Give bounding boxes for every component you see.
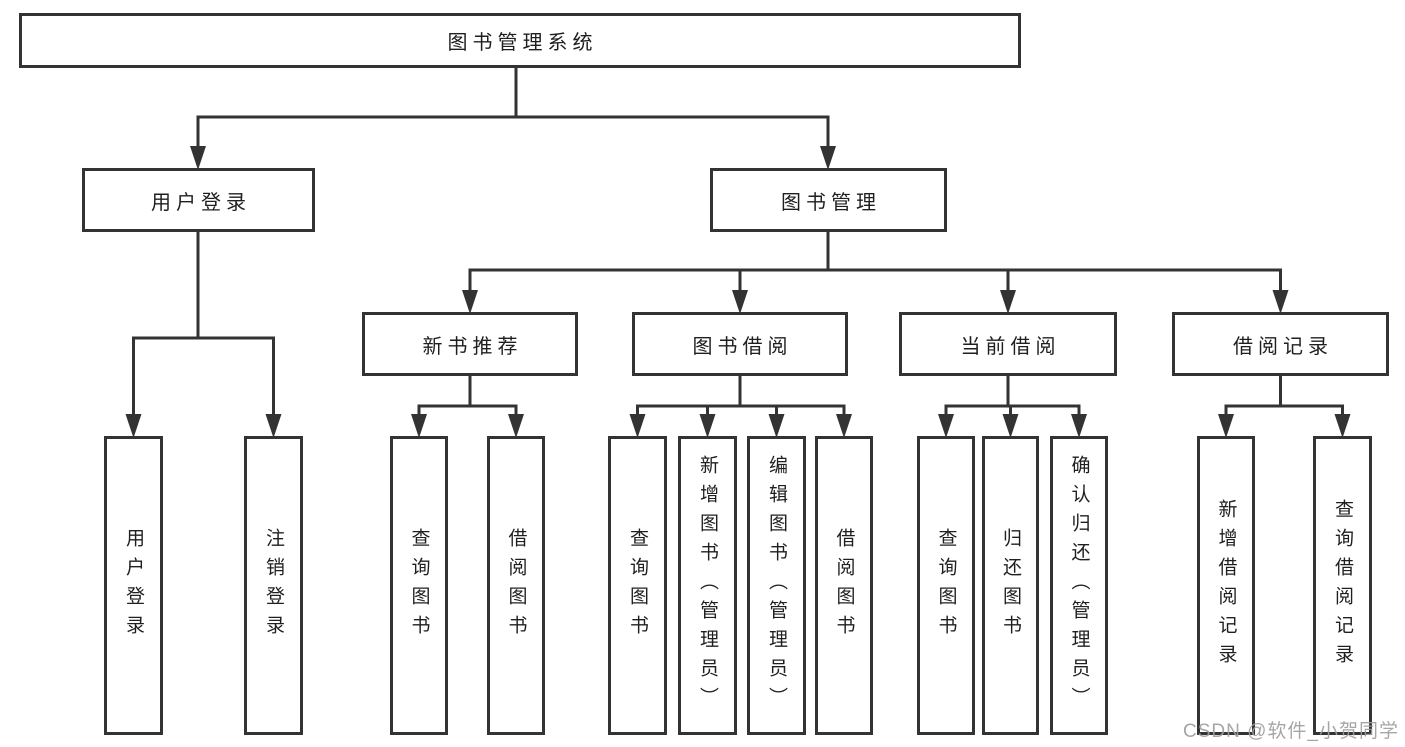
arrowhead-icon [768,414,785,438]
leaf-borrow-edit-book-admin: 编辑图书（管理员） [747,436,806,735]
connector-book-mgmt-children [468,230,1282,293]
arrowhead-icon [1218,414,1234,438]
arrowhead-icon [508,414,524,438]
csdn-watermark: CSDN @软件_小贺同学 [1183,721,1399,742]
node-borrow-record: 借阅记录 [1172,312,1389,376]
node-label: 查询借阅记录 [1332,498,1353,673]
connector-new-rec-children [417,374,518,417]
node-label: 注销登录 [263,527,284,644]
leaf-newrec-borrow-book: 借阅图书 [487,436,545,735]
leaf-newrec-query-book: 查询图书 [390,436,448,735]
arrowhead-icon [836,414,852,438]
arrowhead-icon [125,414,142,438]
node-book-borrow: 图书借阅 [632,312,848,376]
arrowhead-icon [1071,414,1087,438]
node-label: 新增借阅记录 [1215,498,1237,673]
arrowhead-icon [1272,290,1289,314]
leaf-record-add-borrow-record: 新增借阅记录 [1197,436,1255,735]
leaf-record-query-borrow-record: 查询借阅记录 [1313,436,1372,735]
node-root: 图书管理系统 [19,13,1021,68]
node-label: 确认归还（管理员） [1068,455,1090,716]
arrowhead-icon [1002,414,1019,438]
node-label: 借阅图书 [833,527,855,644]
arrowhead-icon [629,414,646,438]
node-label: 借阅记录 [1233,335,1333,358]
node-label: 当前借阅 [960,335,1061,358]
connector-borrow-children [636,374,846,417]
leaf-current-confirm-return-admin: 确认归还（管理员） [1050,436,1108,735]
node-label: 用户登录 [151,191,251,214]
arrowhead-icon [1334,414,1351,438]
node-current-borrow: 当前借阅 [899,312,1117,376]
arrowhead-icon [1000,290,1016,314]
arrowhead-icon [699,414,716,438]
node-label: 编辑图书（管理员） [766,455,787,716]
node-label: 借阅图书 [505,527,527,644]
node-book-management: 图书管理 [710,168,947,232]
arrowhead-icon [411,414,427,438]
node-label: 图书管理 [781,191,881,214]
arrowhead-icon [938,414,954,438]
arrowhead-icon [462,290,478,314]
leaf-logout-login: 注销登录 [244,436,303,735]
node-label: 图书管理系统 [447,32,598,54]
leaf-current-return-book: 归还图书 [982,436,1039,735]
node-label: 新书推荐 [422,335,523,358]
node-new-book-recommend: 新书推荐 [362,312,578,376]
node-label: 归还图书 [1000,527,1021,644]
node-label: 查询图书 [935,527,957,644]
node-label: 查询图书 [408,527,430,644]
connector-record-children [1224,374,1344,417]
arrowhead-icon [190,146,206,170]
leaf-user-login: 用户登录 [104,436,163,735]
node-label: 查询图书 [627,527,648,644]
leaf-borrow-borrow-book: 借阅图书 [815,436,873,735]
node-label: 用户登录 [123,527,144,644]
node-user-login: 用户登录 [82,168,315,232]
arrowhead-icon [820,146,836,170]
node-label: 图书借阅 [692,335,793,358]
arrowhead-icon [265,414,282,438]
leaf-borrow-query-book: 查询图书 [608,436,667,735]
node-label: 新增图书（管理员） [697,455,718,716]
connector-user-login-children [132,230,275,417]
connector-current-children [944,374,1081,417]
arrowhead-icon [732,290,748,314]
leaf-borrow-add-book-admin: 新增图书（管理员） [678,436,737,735]
leaf-current-query-book: 查询图书 [917,436,975,735]
connector-root-to-level2 [196,66,830,149]
